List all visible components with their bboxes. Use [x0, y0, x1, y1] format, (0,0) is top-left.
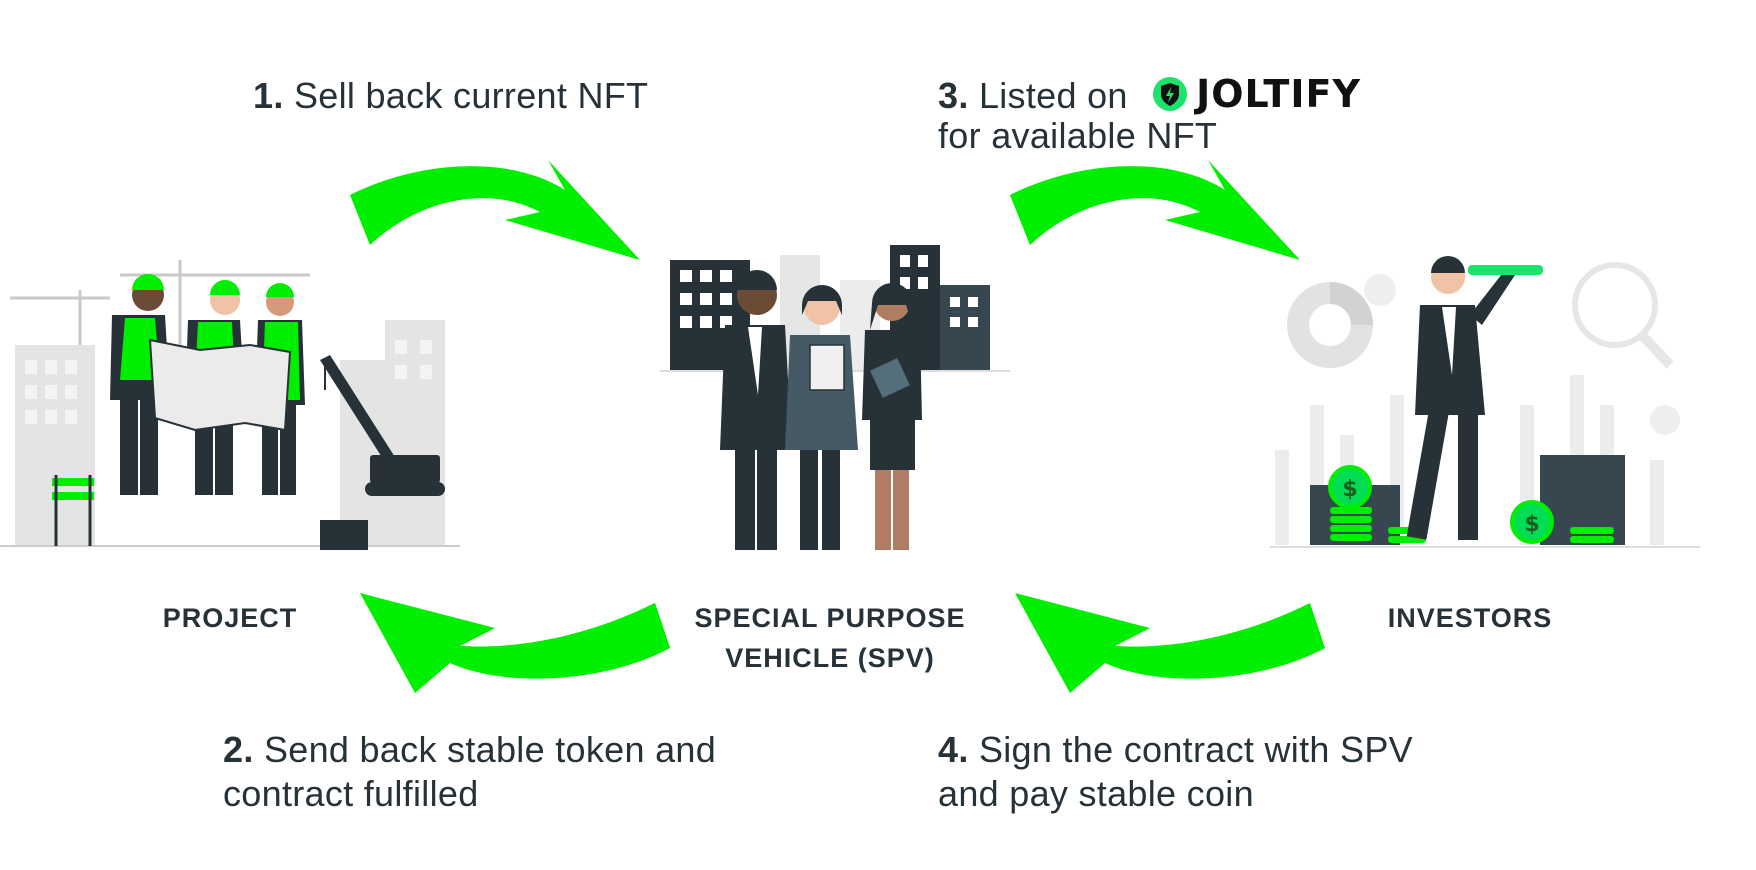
step-2-number: 2.	[223, 729, 254, 770]
arrow-4-investors-to-spv	[1015, 593, 1325, 693]
step-3-line-2: for available NFT	[938, 115, 1218, 157]
coin-icon	[1364, 274, 1396, 306]
donut-chart-icon	[1287, 282, 1373, 368]
spv-person-left	[720, 270, 792, 550]
project-label: PROJECT	[162, 603, 298, 633]
step-1-text: 1. Sell back current NFT	[253, 74, 648, 118]
spv-illustration	[660, 245, 1010, 550]
spv-label-line-2: VEHICLE (SPV)	[725, 643, 935, 673]
background-buildings	[15, 320, 445, 545]
step-3-line-1: 3. Listed on JOLTIFY	[938, 72, 1361, 120]
step-1-number: 1.	[253, 75, 284, 116]
arrow-2-spv-to-project	[360, 593, 670, 693]
step-4-text: 4. Sign the contract with SPV and pay st…	[938, 728, 1413, 816]
step-4-line-2: and pay stable coin	[938, 773, 1254, 814]
excavator	[320, 355, 445, 496]
svg-text:$: $	[1342, 477, 1357, 502]
step-3-number: 3.	[938, 75, 969, 116]
step-2-label: Send back stable token and	[263, 729, 717, 770]
spv-person-middle	[785, 285, 858, 550]
telescope-icon	[1468, 265, 1543, 275]
step-1-label: Sell back current NFT	[293, 75, 649, 116]
investors-illustration: $ $	[1270, 256, 1700, 548]
step-2-line-1: 2. Send back stable token and	[223, 728, 716, 772]
joltify-wordmark: JOLTIFY	[1196, 72, 1361, 117]
project-illustration	[0, 260, 460, 550]
step-4-number: 4.	[938, 729, 969, 770]
step-3-text: 3. Listed on JOLTIFY for available NFT	[938, 72, 1361, 158]
spv-label-line-1: SPECIAL PURPOSE	[694, 603, 966, 633]
step-2-text: 2. Send back stable token and contract f…	[223, 728, 716, 816]
joltify-shield-icon	[1153, 77, 1188, 112]
dollar-coin-icon: $	[1510, 500, 1554, 544]
svg-text:$: $	[1524, 512, 1539, 537]
spv-person-right	[862, 283, 922, 550]
dollar-coin-icon: $	[1328, 465, 1372, 509]
joltify-logo: JOLTIFY	[1152, 72, 1361, 116]
blueprint-sheet	[148, 338, 292, 432]
coin-stack	[1330, 507, 1614, 543]
arrow-1-project-to-spv	[350, 160, 640, 260]
road-barrier	[52, 475, 94, 546]
step-3-label: Listed on	[978, 75, 1128, 116]
magnifier-icon	[1572, 262, 1674, 369]
investor-person	[1406, 256, 1543, 540]
coin-icon	[1650, 405, 1680, 435]
step-4-label: Sign the contract with SPV	[978, 729, 1413, 770]
arrow-3-spv-to-investors	[1010, 160, 1300, 260]
step-4-line-1: 4. Sign the contract with SPV	[938, 728, 1413, 772]
step-2-line-2: contract fulfilled	[223, 773, 479, 814]
spv-label: SPECIAL PURPOSE VEHICLE (SPV)	[660, 598, 1000, 678]
investors-label: INVESTORS	[1387, 603, 1553, 633]
